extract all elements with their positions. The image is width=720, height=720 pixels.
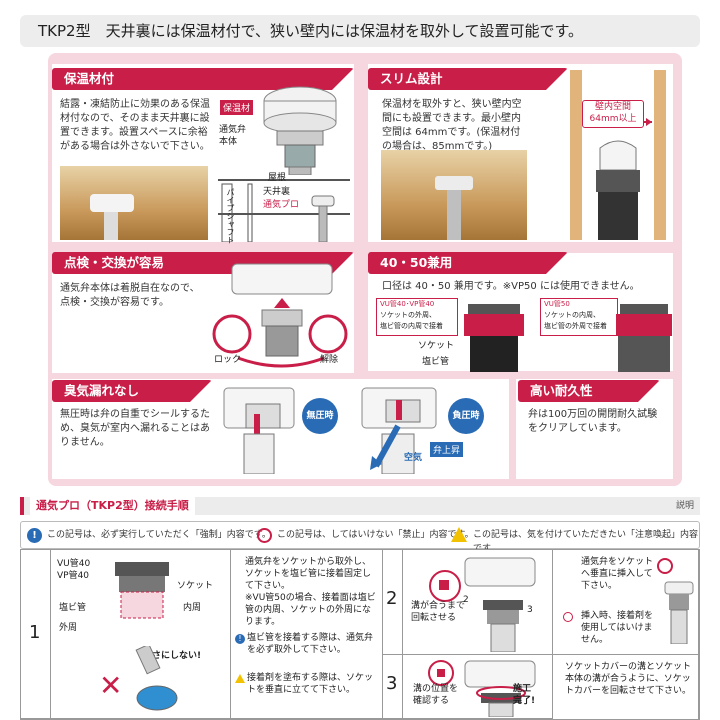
step3-cover-figure [428,660,536,717]
step1-pipe-size: VU管40 VP管40 [57,559,91,581]
step1-adhesive-can-figure [135,646,178,711]
step1-text-mandatory: 塩ビ管を接着する際は、通気弁を必ず取外して下さい。 [247,633,374,655]
wall-photo [381,150,527,240]
valve-body-label: 通気弁本体 [219,125,247,147]
wall-space-callout: 壁内空間 64mm以上 [582,100,644,128]
neg-pressure-badge: 負圧時 [448,398,484,434]
no-pressure-diagram [223,387,295,474]
step2-text-main: 通気弁をソケットへ垂直に挿入して下さい。 [581,557,654,591]
wall-space-label: 壁内空間 [594,102,631,112]
step3-confirm-label: 溝の位置を 確認する [413,684,459,706]
roof-label: 屋根 [268,173,287,183]
durable-heading: 高い耐久性 [518,380,660,402]
lock-label: ロック [214,355,242,365]
legend-mandatory: この記号は、必ず実行していただく「強制」内容です。 [47,530,271,540]
inspect-text: 通気弁本体は着脱自在なので、点検・交換が容易です。 [60,283,200,308]
slim-text: 保温材を取外すと、狭い壁内空間にも設置できます。最小壁内空間は 64mmです。(… [382,99,522,152]
step1-text-caution: 接着剤を塗布する際は、ソケットを垂直に立てて下さい。 [247,673,374,695]
negative-pressure-diagram [361,387,437,474]
step1-caution-icon [235,674,245,683]
step2-prohibited-icon [563,612,573,622]
step3-number: 3 [386,673,398,694]
step3-done-label: 施工 完了! [513,684,536,706]
vu50-line1: ソケットの内周、 [544,311,600,319]
socket-label: ソケット [418,341,455,351]
socket-50-diagram [616,304,672,372]
step1-number: 1 [29,622,41,643]
step3-number-cell: 3 [383,655,403,719]
caution-icon [451,527,467,542]
step1-socket-figure [115,562,169,619]
step2-insert-figure [429,557,536,652]
size-heading: 40・50兼用 [368,252,568,274]
step1-no-invert: 逆さにしない! [143,651,202,661]
pipeshaft-label: パイプシャフト [226,188,235,244]
step1-figure-cell: VU管40 VP管40 ソケット 内周 塩ビ管 外周 逆さにしない! ✕ [51,550,231,719]
mandatory-icon: ! [27,528,42,543]
vu40-line2: 塩ビ管の内周で接着 [380,322,443,330]
insulation-heading: 保温材付 [52,68,354,90]
step1-socket-label: ソケット [177,581,214,591]
insulation-label: 保温材 [220,100,254,115]
step1-outer-label: 外周 [59,623,78,633]
step1-pipe-label: 塩ビ管 [59,603,87,613]
lock-unlock-illustration [212,263,348,368]
steps-header-right: 説明 [675,501,694,511]
no-pressure-badge: 無圧時 [302,398,338,434]
steps-title: 通気プロ（TKP2型）接続手順 [30,497,195,515]
pipe-label: 塩ビ管 [422,357,450,367]
size-text: 口径は 40・50 兼用です。※VP50 には使用できません。 [382,281,640,292]
step2-align-label: 溝が合うまで 回転させる [411,601,466,623]
slim-heading: スリム設計 [368,68,568,90]
step2-figure-cell: 溝が合うまで 回転させる 2 3 [403,550,553,655]
durable-text: 弁は100万回の開閉耐久試験をクリアしています。 [528,409,658,434]
step1-text-cell: 通気弁をソケットから取外し、ソケットを塩ビ管に接着固定して下さい。 ※VU管50… [231,550,383,719]
step2-ok-icon [657,558,673,574]
step2-text-prohibited: 挿入時、接着剤を使用してはいけません。 [581,611,654,645]
step2-text-cell: 通気弁をソケットへ垂直に挿入して下さい。 挿入時、接着剤を使用してはいけません。 [553,550,699,655]
attic-diagram [218,179,350,242]
steps-header: 通気プロ（TKP2型）接続手順 説明 [20,497,700,515]
step1-number-cell: 1 [21,550,51,719]
wall-slim-diagram [570,70,666,240]
valve-up-label: 弁上昇 [430,442,464,457]
step1-text-main: 通気弁をソケットから取外し、ソケットを塩ビ管に接着固定して下さい。 ※VU管50… [245,557,376,627]
step2-n3: 3 [527,605,533,615]
legend-prohibited: この記号は、してはいけない「禁止」内容です。 [277,530,474,540]
vu40-line1: ソケットの外周、 [380,311,436,319]
vu50-title: VU管50 [544,300,570,308]
symbol-legend: ! この記号は、必ず実行していただく「強制」内容です。 この記号は、してはいけな… [20,521,700,554]
step1-prohibited-x-icon: ✕ [99,669,123,702]
step1-mandatory-icon: ! [235,634,245,644]
unlock-label: 解除 [320,355,339,365]
steps-table: 1 VU管40 VP管40 ソケット 内周 塩ビ管 外周 逆さにしない! ✕ 通… [20,549,700,720]
step2-n2: 2 [463,595,469,605]
valve-with-insulation-illustration [263,86,337,175]
prohibited-icon [257,528,272,543]
attic-label: 天井裏 [263,187,291,197]
step3-text-main: ソケットカバーの溝とソケット本体の溝が合うように、ソケットカバーを回転させて下さ… [565,662,692,696]
socket-40-diagram [464,304,524,372]
product-label: 通気プロ [263,200,300,210]
vu40-title: VU管40･VP管40 [380,300,435,308]
air-label: 空気 [404,453,423,463]
step2-valve-figure [664,581,694,644]
step2-number-cell: 2 [383,550,403,655]
insulation-text: 結露・凍結防止に効果のある保温材付なので、そのまま天井裏に設置できます。設置スペ… [60,99,210,152]
step3-figure-cell: 溝の位置を 確認する 施工 完了! [403,655,553,719]
attic-photo [60,166,208,240]
step3-text-cell: ソケットカバーの溝とソケット本体の溝が合うように、ソケットカバーを回転させて下さ… [553,655,699,719]
wall-space-value: 64mm以上 [589,114,637,124]
page-title: TKP2型 天井裏には保温材付で、狭い壁内には保温材を取外して設置可能です。 [20,15,700,47]
vu50-tag: VU管50 ソケットの内周、 塩ビ管の外周で接着 [540,298,618,336]
vu50-line2: 塩ビ管の外周で接着 [544,322,607,330]
odor-text: 無圧時は弁の自重でシールするため、臭気が室内へ漏れることはありません。 [60,409,210,448]
odor-heading: 臭気漏れなし [52,380,212,402]
step1-inner-label: 内周 [183,603,202,613]
vu40-tag: VU管40･VP管40 ソケットの外周、 塩ビ管の内周で接着 [376,298,458,336]
inspect-heading: 点検・交換が容易 [52,252,354,274]
step2-number: 2 [386,588,398,609]
